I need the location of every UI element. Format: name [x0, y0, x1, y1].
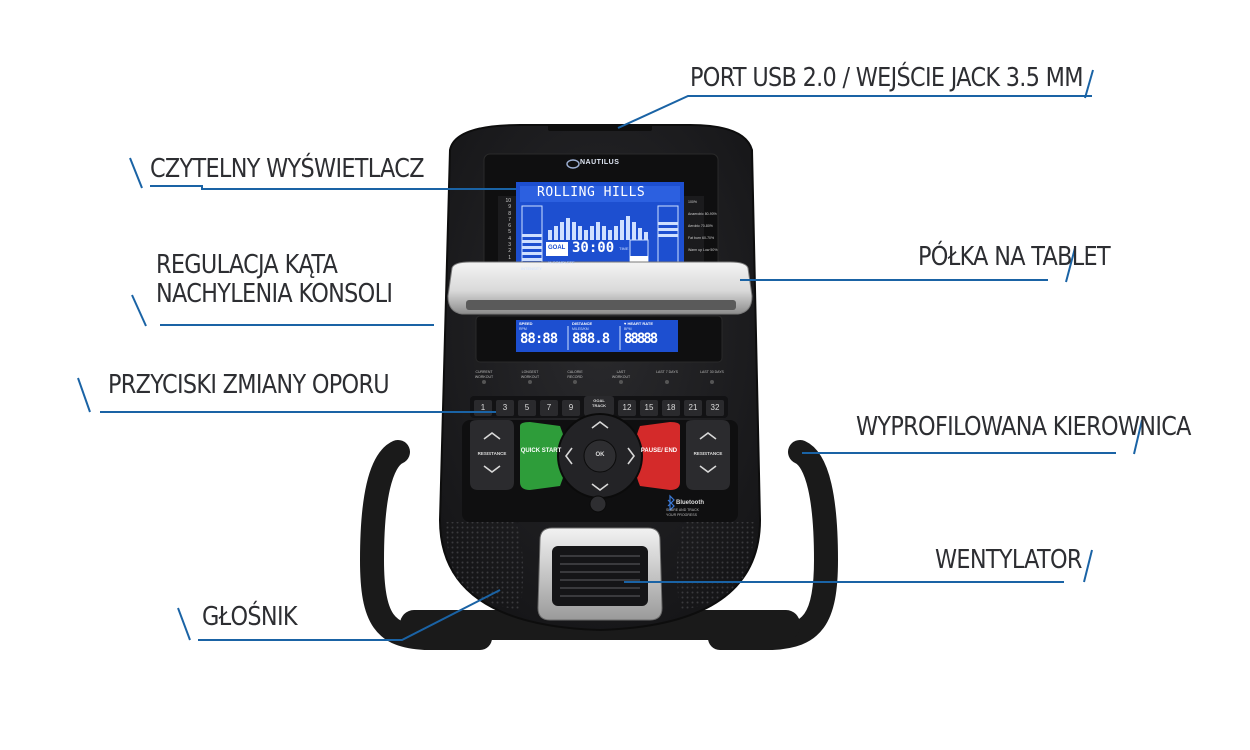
- memory-longest-workout: LONGEST WORKOUT: [520, 370, 540, 379]
- pause-end-button[interactable]: [634, 422, 680, 490]
- callout-usb-port: PORT USB 2.0 / WEJŚCIE JACK 3.5 MM: [690, 63, 1084, 93]
- heart-zone-scale: 100% Anaerobic 80-90% Aerobic 70-80% Fat…: [688, 200, 718, 252]
- key-15[interactable]: 15: [644, 403, 654, 412]
- usb-port[interactable]: [548, 125, 652, 131]
- callout-console-angle-line1: REGULACJA KĄTA: [156, 250, 338, 280]
- intensity-label: INTENSITY: [521, 266, 542, 271]
- speaker-grille-left: [446, 522, 524, 610]
- key-1[interactable]: 1: [480, 403, 486, 412]
- nautilus-logo-icon: [566, 159, 580, 169]
- key-21[interactable]: 21: [688, 403, 698, 412]
- memory-last-30-days: LAST 30 DAYS: [700, 370, 724, 374]
- quick-start-button[interactable]: [520, 422, 566, 490]
- complete-label: % COMPLETE: [548, 260, 575, 265]
- heart-rate-label: ♥ HEART RATE: [624, 321, 653, 326]
- time-label: TIME: [619, 246, 629, 251]
- goal-track-key[interactable]: GOAL TRACK: [592, 398, 606, 408]
- resistance-left-label[interactable]: RESISTANCE: [477, 451, 507, 456]
- speed-label: SPEED: [519, 321, 533, 326]
- fan-grille-icon: [537, 527, 663, 621]
- key-3[interactable]: 3: [502, 403, 508, 412]
- memory-current-workout: CURRENT WORKOUT: [474, 370, 494, 379]
- resistance-right-label[interactable]: RESISTANCE: [693, 451, 723, 456]
- memory-last-workout: LAST WORKOUT: [611, 370, 631, 379]
- quick-start-label[interactable]: QUICK START: [520, 448, 562, 454]
- brand-logo: NAUTILUS: [580, 159, 620, 166]
- callout-handlebar: WYPROFILOWANA KIEROWNICA: [856, 412, 1191, 442]
- goal-value: 30:00: [572, 240, 615, 256]
- leader-lines: [77, 69, 1143, 641]
- share-track-text: SHARE AND TRACK YOUR PROGRESS: [666, 508, 699, 517]
- callout-speaker: GŁOŚNIK: [202, 602, 298, 632]
- resistance-right-pad: [686, 420, 730, 490]
- distance-label: DISTANCE: [572, 321, 593, 326]
- navigation-dpad: [557, 413, 643, 499]
- callout-console-angle-line2: NACHYLENIA KONSOLI: [156, 279, 393, 310]
- callout-display: CZYTELNY WYŚWIETLACZ: [150, 154, 425, 184]
- key-5[interactable]: 5: [524, 403, 530, 412]
- speaker-grille-right: [676, 522, 754, 610]
- rpm-label: RPM: [519, 327, 527, 331]
- callout-console-angle: REGULACJA KĄTA NACHYLENIA KONSOLI: [156, 250, 393, 310]
- pause-end-label[interactable]: PAUSE/ END: [640, 448, 678, 454]
- bluetooth-icon: [667, 494, 675, 512]
- callout-tablet-shelf: PÓŁKA NA TABLET: [918, 242, 1111, 272]
- key-12[interactable]: 12: [622, 403, 632, 412]
- heart-icon: ♥: [624, 321, 627, 326]
- heart-rate-readout: 88888: [624, 331, 658, 347]
- tablet-shelf: [447, 261, 753, 315]
- key-18[interactable]: 18: [666, 403, 676, 412]
- fan-speed-button[interactable]: [589, 495, 607, 513]
- time-readout: 88:88: [520, 331, 558, 347]
- bpm-label: BPM: [624, 327, 632, 331]
- callout-resistance-buttons: PRZYCISKI ZMIANY OPORU: [108, 370, 390, 400]
- lcd-title: ROLLING HILLS: [537, 185, 646, 200]
- memory-last-7-days: LAST 7 DAYS: [656, 370, 678, 374]
- distance-readout: 888.8: [572, 331, 610, 347]
- key-32[interactable]: 32: [710, 403, 720, 412]
- secondary-lcd: [516, 320, 678, 352]
- key-7[interactable]: 7: [546, 403, 552, 412]
- memory-calorie-record: CALORIE RECORD: [567, 370, 583, 379]
- ok-button[interactable]: OK: [595, 452, 605, 458]
- callout-fan: WENTYLATOR: [935, 545, 1082, 575]
- resistance-left-pad: [470, 420, 514, 490]
- miles-km-label: MILES/KM: [572, 327, 589, 331]
- key-9[interactable]: 9: [568, 403, 574, 412]
- goal-label: GOAL: [548, 245, 566, 251]
- bluetooth-label: Bluetooth: [676, 500, 704, 506]
